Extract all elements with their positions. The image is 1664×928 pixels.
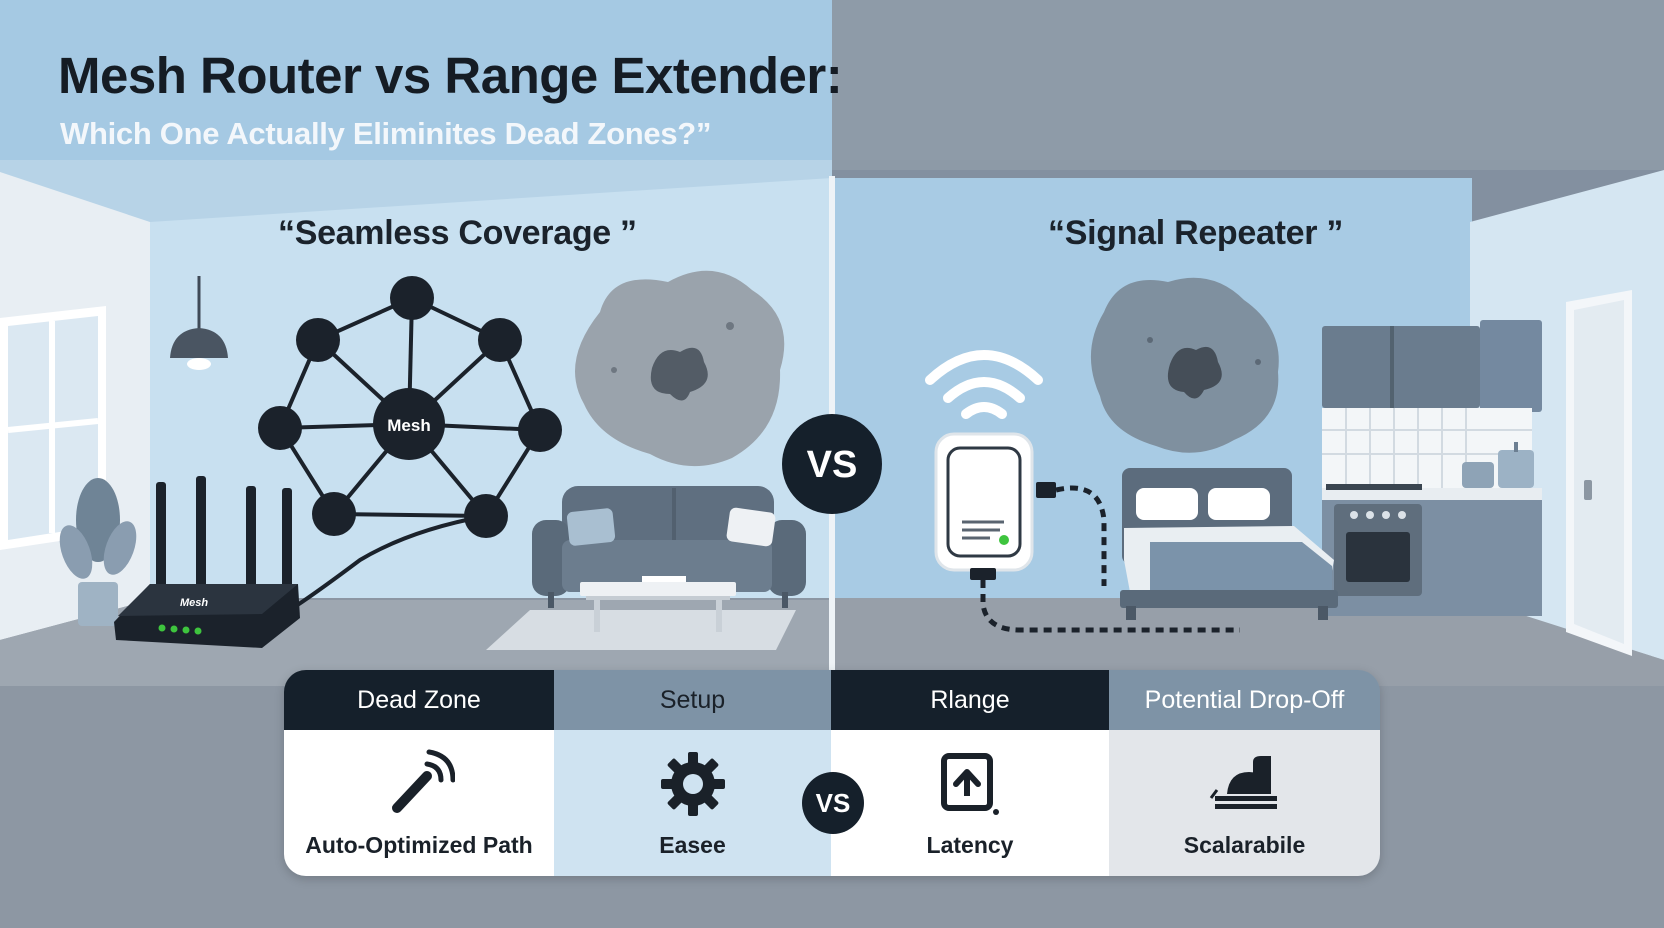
column-value-setup: Easee: [659, 832, 726, 858]
wireless-wand-icon: [392, 749, 455, 813]
header-band-left: [0, 0, 832, 172]
right-room: [832, 160, 1664, 690]
column-header-setup: Setup: [554, 670, 831, 730]
gear-icon: [660, 752, 725, 816]
plant: [59, 478, 137, 626]
door: [1566, 290, 1632, 656]
dead-zone-cloud-left: [575, 270, 785, 467]
router-led: [158, 624, 166, 632]
vs-badge-label: VS: [807, 444, 858, 486]
comparison-vs-badge: VS: [802, 772, 864, 834]
dead-zone-cloud-right: [1090, 277, 1279, 453]
page-subtitle: Which One Actually Eliminites Dead Zones…: [60, 116, 712, 151]
panel-label-left: “Seamless Coverage ”: [278, 214, 637, 252]
left-room: Mesh Mesh: [0, 160, 832, 690]
column-header-dead-zone: Dead Zone: [284, 670, 554, 730]
column-body-range: Latency: [831, 730, 1109, 876]
comparison-column-drop-off: Potential Drop-Off Scalarabile: [1109, 670, 1380, 876]
comparison-column-setup: Setup Easee: [554, 670, 831, 876]
mesh-nodes: [258, 276, 562, 538]
column-header-range: Rlange: [831, 670, 1109, 730]
wifi-signal-icon: [925, 350, 1043, 419]
header-band-right: [832, 0, 1664, 172]
extender-led: [999, 535, 1009, 545]
router-led: [182, 626, 190, 634]
comparison-vs-label: VS: [816, 788, 851, 818]
column-body-drop-off: Scalarabile: [1109, 730, 1380, 876]
pendant-lamp: [170, 276, 228, 370]
bed: [1120, 468, 1338, 620]
column-body-setup: Easee: [554, 730, 831, 876]
signal-box-icon: [941, 753, 999, 815]
comparison-column-dead-zone: Dead Zone Auto-Optimized Path: [284, 670, 554, 876]
vs-badge: VS: [782, 414, 882, 514]
lock-stack-icon: [1209, 756, 1277, 809]
window: [0, 306, 106, 550]
column-header-drop-off: Potential Drop-Off: [1109, 670, 1380, 730]
range-extender: [934, 432, 1056, 580]
mesh-hub-node: [373, 388, 445, 460]
column-value-dead-zone: Auto-Optimized Path: [305, 832, 533, 858]
mesh-router: Mesh: [114, 476, 300, 648]
extender-cable: [980, 485, 1240, 633]
coffee-table: [580, 576, 736, 632]
router-label: Mesh: [180, 597, 208, 609]
kitchen: [1322, 320, 1542, 616]
column-body-dead-zone: Auto-Optimized Path: [284, 730, 554, 876]
mesh-hub-label: Mesh: [387, 416, 430, 435]
router-led: [194, 627, 202, 635]
comparison-table: Dead Zone Auto-Optimized Path Setup: [284, 670, 1380, 876]
router-led: [170, 625, 178, 633]
panel-label-right: “Signal Repeater ”: [1048, 214, 1344, 252]
column-value-drop-off: Scalarabile: [1183, 832, 1306, 858]
sofa: [532, 486, 806, 608]
comparison-column-range: Rlange Latency: [831, 670, 1109, 876]
column-value-range: Latency: [926, 832, 1014, 858]
page-title: Mesh Router vs Range Extender:: [58, 47, 843, 104]
